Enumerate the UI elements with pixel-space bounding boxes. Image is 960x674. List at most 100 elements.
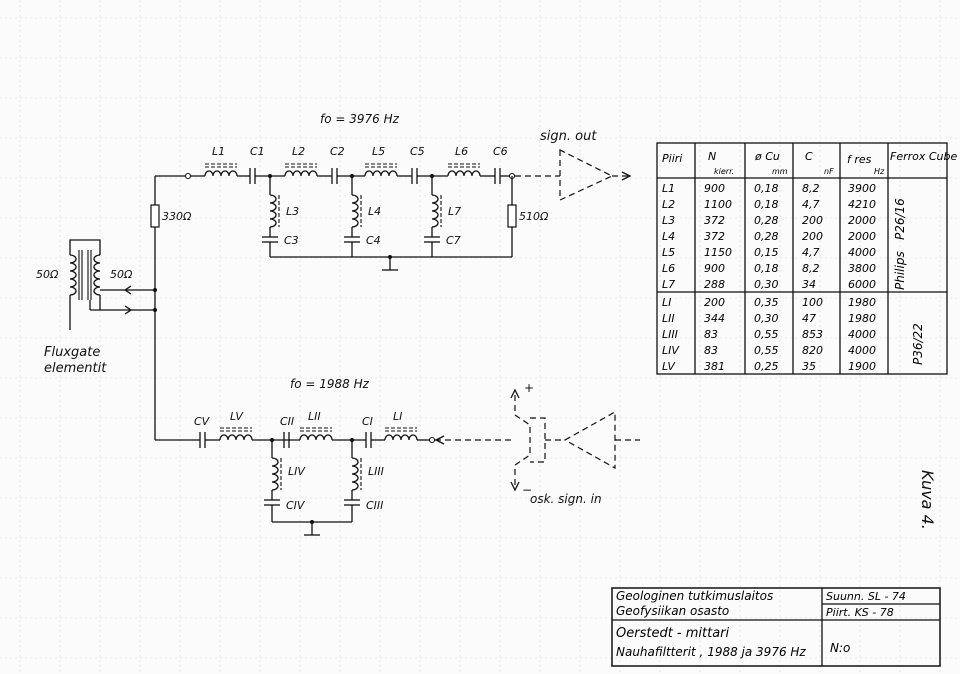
label-c5: C5	[410, 145, 425, 158]
title-org: Geologinen tutkimuslaitos	[616, 589, 773, 603]
label-c3: C3	[284, 234, 299, 247]
table-cell-c: 200	[802, 230, 823, 243]
label-c7: C7	[446, 234, 461, 247]
table-cell-n: 200	[704, 296, 725, 309]
table-cell-c: 8,2	[802, 182, 820, 195]
table-cell-piiri: L2	[662, 198, 675, 211]
label-signal-out: sign. out	[540, 129, 597, 144]
label-f0-lower: fo = 1988 Hz	[290, 377, 370, 391]
table-cell-c: 8,2	[802, 262, 820, 275]
table-cell-cu: 0,30	[754, 278, 779, 291]
table-cell-cu: 0,28	[754, 230, 779, 243]
table-cell-c: 853	[802, 328, 823, 341]
table-cell-piiri: LV	[662, 360, 676, 373]
table-cell-c: 200	[802, 214, 823, 227]
header-hz: Hz	[874, 167, 885, 176]
label-lii: LII	[308, 410, 321, 423]
table-cell-n: 900	[704, 262, 725, 275]
title-line2: Nauhafiltterit , 1988 ja 3976 Hz	[616, 645, 806, 659]
label-cii: CII	[280, 415, 294, 428]
title-dept: Geofysiikan osasto	[616, 604, 729, 618]
table-cell-cu: 0,18	[754, 198, 779, 211]
table-cell-c: 4,7	[802, 198, 820, 211]
header-mm: mm	[772, 167, 788, 176]
label-ciii: CIII	[366, 499, 383, 512]
label-supply-plus: +	[524, 381, 534, 395]
table-cell-c: 100	[802, 296, 823, 309]
label-l3: L3	[286, 205, 299, 218]
table-cell-cu: 0,25	[754, 360, 779, 373]
title-designed: Suunn. SL - 74	[826, 590, 906, 603]
header-nf: nF	[824, 167, 834, 176]
table-cell-n: 372	[704, 230, 725, 243]
table-cell-cu: 0,55	[754, 344, 779, 357]
table-cell-piiri: L4	[662, 230, 675, 243]
table-cell-n: 344	[704, 312, 725, 325]
group-label-p26: P26/16	[893, 198, 907, 240]
table-cell-piiri: L3	[662, 214, 675, 227]
label-liv: LIV	[288, 465, 306, 478]
table-cell-n: 83	[704, 328, 718, 341]
table-cell-piiri: LIII	[662, 328, 678, 341]
table-cell-piiri: L7	[662, 278, 675, 291]
table-cell-piiri: LIV	[662, 344, 680, 357]
lower-filter	[155, 388, 640, 536]
label-fluxgate-2: elementit	[44, 361, 107, 376]
label-li: LI	[393, 410, 402, 423]
label-ci: CI	[362, 415, 373, 428]
table-cell-piiri: L1	[662, 182, 675, 195]
label-r510: 510Ω	[519, 210, 549, 223]
table-cell-piiri: LI	[662, 296, 671, 309]
table-cell-piiri: L6	[662, 262, 675, 275]
label-r50b: 50Ω	[110, 268, 133, 281]
table-cell-f: 6000	[848, 278, 876, 291]
table-cell-n: 1150	[704, 246, 732, 259]
header-piiri: Piiri	[662, 152, 682, 165]
table-cell-c: 47	[802, 312, 816, 325]
label-r330: 330Ω	[162, 210, 192, 223]
table-cell-n: 381	[704, 360, 725, 373]
label-l7: L7	[448, 205, 461, 218]
table-cell-f: 3800	[848, 262, 876, 275]
group-label-p36: P36/22	[911, 323, 925, 365]
table-cell-f: 1900	[848, 360, 876, 373]
table-cell-cu: 0,35	[754, 296, 779, 309]
title-block: Geologinen tutkimuslaitos Geofysiikan os…	[611, 587, 941, 667]
table-cell-cu: 0,15	[754, 246, 779, 259]
table-cell-f: 4000	[848, 328, 876, 341]
label-kuva: Kuva 4.	[918, 470, 937, 530]
table-cell-cu: 0,55	[754, 328, 779, 341]
table-cell-f: 2000	[848, 230, 876, 243]
table-cell-c: 34	[802, 278, 816, 291]
label-c6: C6	[493, 145, 508, 158]
component-table: Piiri N kierr. ø Cu mm C nF f res Hz Fer…	[656, 142, 958, 375]
table-cell-f: 1980	[848, 312, 876, 325]
label-l1: L1	[212, 145, 225, 158]
header-c: C	[805, 150, 813, 163]
table-cell-f: 4210	[848, 198, 876, 211]
header-ferroxcube: Ferrox Cube	[890, 150, 958, 163]
table-cell-cu: 0,18	[754, 182, 779, 195]
label-l4: L4	[368, 205, 381, 218]
table-cell-n: 372	[704, 214, 725, 227]
table-cell-f: 1980	[848, 296, 876, 309]
header-n: N	[708, 150, 716, 163]
table-cell-c: 35	[802, 360, 816, 373]
label-c4: C4	[366, 234, 381, 247]
table-cell-piiri: LII	[662, 312, 675, 325]
label-supply-minus: −	[522, 483, 532, 497]
table-cell-f: 4000	[848, 344, 876, 357]
table-cell-cu: 0,28	[754, 214, 779, 227]
table-cell-c: 820	[802, 344, 823, 357]
table-cell-f: 4000	[848, 246, 876, 259]
title-line1: Oerstedt - mittari	[616, 626, 730, 641]
label-lv: LV	[230, 410, 244, 423]
label-civ: CIV	[286, 499, 306, 512]
label-f0-upper: fo = 3976 Hz	[320, 112, 400, 126]
table-cell-f: 3900	[848, 182, 876, 195]
table-cell-f: 2000	[848, 214, 876, 227]
